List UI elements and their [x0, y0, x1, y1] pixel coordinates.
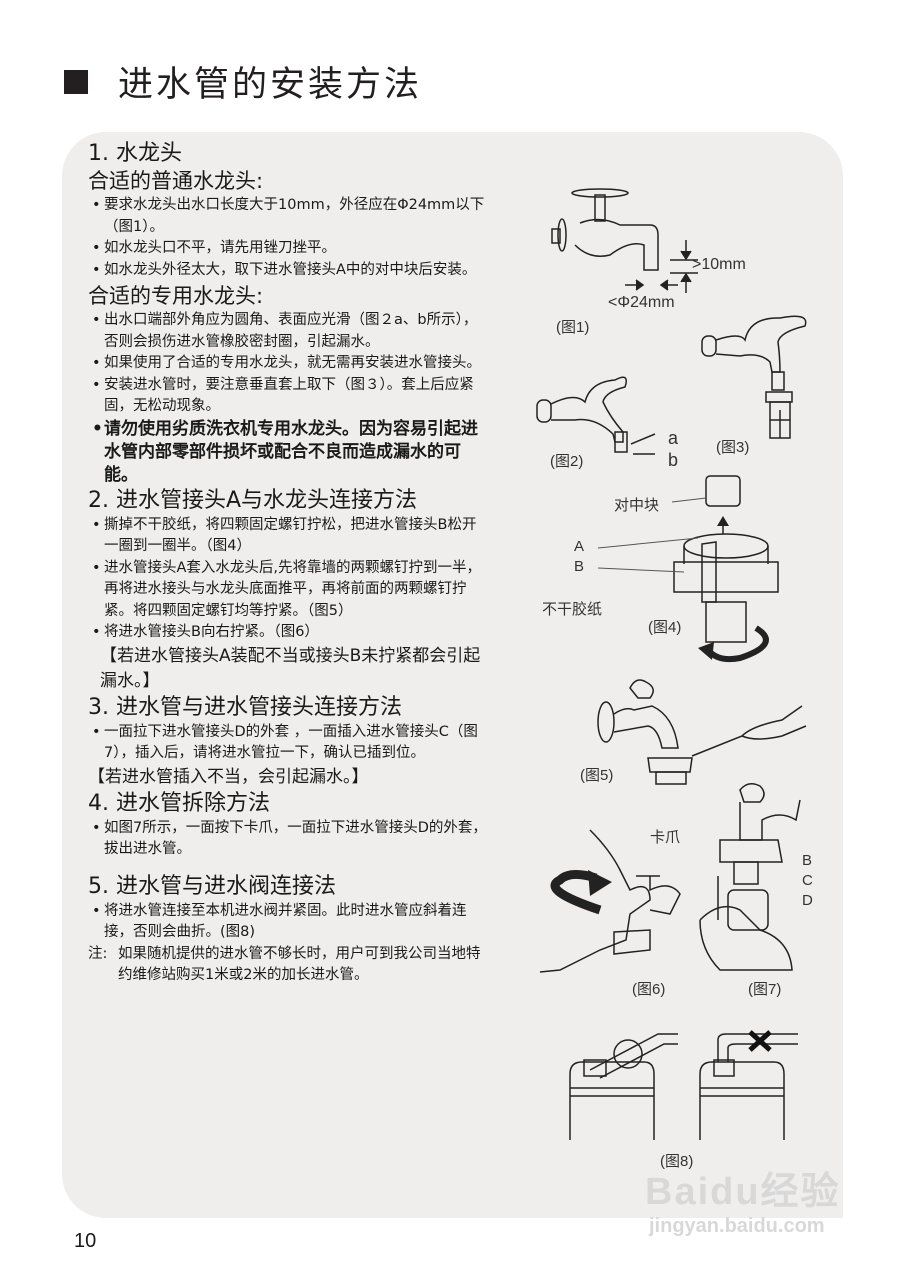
connector-assembly-illustration	[673, 475, 779, 663]
label-b: b	[668, 450, 679, 470]
figure-caption: (图4)	[648, 619, 682, 636]
label-B: B	[802, 852, 813, 869]
insert-hose-illustration	[699, 783, 801, 971]
rotate-connector-b-illustration	[539, 829, 681, 973]
figure-caption: (图3)	[716, 439, 750, 456]
section-hose-connector: 3. 进水管与进水管接头连接方法 一面拉下进水管接头D的外套 ，一面插入进水管接…	[88, 694, 488, 790]
list-item: 安装进水管时，要注意垂直套上取下（图３）。套上后应紧固，无松动现象。	[88, 375, 488, 418]
list-item: 将进水管连接至本机进水阀并紧固。此时进水管应斜着连接，否则会曲折。(图8)	[88, 901, 488, 944]
list-item: 一面拉下进水管接头D的外套 ，一面插入进水管接头C（图7），插入后，请将进水管拉…	[88, 722, 488, 765]
subheading-special-faucet: 合适的专用水龙头:	[88, 284, 264, 308]
label-a: a	[668, 428, 679, 448]
figure-caption: (图8)	[660, 1153, 694, 1170]
subheading-ordinary-faucet: 合适的普通水龙头:	[88, 169, 264, 193]
section-heading: 1. 水龙头	[88, 141, 182, 166]
dimension-length-label: >10mm	[692, 256, 746, 273]
watermark: Baidu经验 jingyan.baidu.com	[645, 1160, 841, 1238]
note-text: 如果随机提供的进水管不够长时，用户可到我公司当地特约维修站购买1米或2米的加长进…	[118, 945, 481, 984]
list-item: 如水龙头外径太大，取下进水管接头A中的对中块后安装。	[88, 260, 488, 282]
caution-text: 【若进水管插入不当，会引起漏水。】	[88, 766, 369, 787]
list-item: 将进水管接头B向右拧紧。（图6）	[88, 622, 488, 644]
page-title: 进水管的安装方法	[64, 56, 422, 107]
title-text: 进水管的安装方法	[118, 65, 423, 105]
watermark-url: jingyan.baidu.com	[649, 1215, 825, 1237]
section-heading: 2. 进水管接头A与水龙头连接方法	[88, 487, 418, 513]
title-square-icon	[64, 69, 88, 94]
figure-4-leader-lines	[597, 497, 707, 573]
dimension-diameter-label: <Φ24mm	[608, 294, 675, 311]
watermark-brand: Baidu经验	[645, 1171, 841, 1213]
note: 注: 如果随机提供的进水管不够长时，用户可到我公司当地特约维修站购买1米或2米的…	[88, 944, 488, 987]
label-D: D	[802, 892, 813, 909]
tightening-screws-illustration	[597, 679, 807, 785]
label-claw: 卡爪	[650, 829, 681, 846]
section-heading: 3. 进水管与进水管接头连接方法	[88, 694, 402, 720]
instructions-column: 1. 水龙头 合适的普通水龙头: 要求水龙头出水口长度大于10mm，外径应在Φ2…	[88, 140, 488, 987]
section-valve-connection: 5. 进水管与进水阀连接法 将进水管连接至本机进水阀并紧固。此时进水管应斜着连接…	[88, 873, 488, 987]
figure-caption: (图6)	[632, 981, 666, 998]
section-hose-removal: 4. 进水管拆除方法 如图7所示，一面按下卡爪，一面拉下进水管接头D的外套，拔出…	[88, 790, 488, 861]
warning-text: 请勿使用劣质洗衣机专用水龙头。因为容易引起进水管内部零部件损坏或配合不良而造成漏…	[88, 418, 488, 487]
section-faucet: 1. 水龙头 合适的普通水龙头: 要求水龙头出水口长度大于10mm，外径应在Φ2…	[88, 140, 488, 487]
label-C: C	[802, 872, 813, 889]
faucet-dimension-illustration	[551, 188, 698, 293]
label-B: B	[574, 558, 585, 575]
hose-to-valve-illustration	[569, 1030, 798, 1140]
list-item: 撕掉不干胶纸，将四颗固定螺钉拧松，把进水管接头B松开一圈到一圈半。（图4）	[88, 515, 488, 558]
list-item: 要求水龙头出水口长度大于10mm，外径应在Φ24mm以下（图1）。	[88, 195, 488, 238]
figure-caption: (图5)	[580, 767, 614, 784]
section-heading: 4. 进水管拆除方法	[88, 790, 270, 816]
figure-caption: (图2)	[550, 453, 584, 470]
note-label: 注:	[88, 945, 108, 962]
list-item: 如水龙头口不平，请先用锉刀挫平。	[88, 238, 488, 260]
list-item: 进水管接头A套入水龙头后,先将靠墙的两颗螺钉拧到一半，再将进水接头与水龙头底面推…	[88, 558, 488, 623]
figure-caption: (图1)	[556, 319, 590, 336]
label-adhesive-tape: 不干胶纸	[542, 601, 603, 618]
figure-caption: (图7)	[748, 981, 782, 998]
faucet-rounded-edge-illustration	[536, 376, 656, 455]
label-A: A	[574, 538, 585, 555]
section-connector-a: 2. 进水管接头A与水龙头连接方法 撕掉不干胶纸，将四颗固定螺钉拧松，把进水管接…	[88, 487, 488, 694]
list-item: 如果使用了合适的专用水龙头，就无需再安装进水管接头。	[88, 353, 488, 375]
list-item: 如图7所示，一面按下卡爪，一面拉下进水管接头D的外套，拔出进水管。	[88, 818, 488, 861]
page-number: 10	[74, 1230, 97, 1252]
list-item: 出水口端部外角应为圆角、表面应光滑（图２a、b所示），否则会损伤进水管橡胶密封圈…	[88, 310, 488, 353]
caution-text: 【若进水管接头A装配不当或接头B未拧紧都会引起漏水。】	[100, 645, 481, 691]
faucet-with-connector-illustration	[701, 315, 807, 439]
label-centering-block: 对中块	[614, 497, 660, 514]
section-heading: 5. 进水管与进水阀连接法	[88, 873, 336, 899]
